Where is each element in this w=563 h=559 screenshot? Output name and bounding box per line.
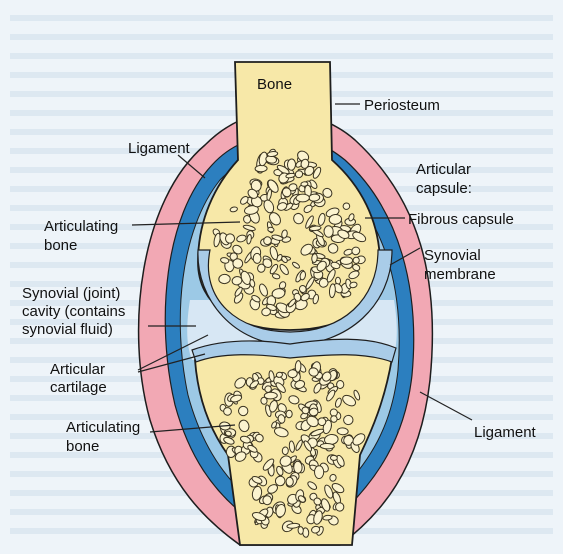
- spongy-bone-cell: [301, 181, 308, 186]
- spongy-bone-cell: [315, 466, 324, 479]
- spongy-bone-cell: [293, 461, 302, 473]
- spongy-bone-cell: [286, 477, 294, 486]
- label-articulating-bone-top-line1: Articulating: [44, 218, 118, 235]
- label-articular-capsule-line1: Articular: [416, 161, 471, 178]
- spongy-bone-cell: [286, 410, 293, 418]
- spongy-bone-cell: [219, 274, 231, 284]
- spongy-bone-cell: [330, 455, 337, 460]
- label-synovial-cavity-line2: cavity (contains: [22, 303, 125, 320]
- spongy-bone-cell: [288, 369, 298, 377]
- spongy-bone-cell: [253, 253, 261, 263]
- label-bone: Bone: [257, 76, 292, 93]
- spongy-bone-cell: [340, 257, 353, 265]
- label-articular-cartilage-line1: Articular: [50, 361, 105, 378]
- spongy-bone-cell: [335, 502, 344, 511]
- label-periosteum: Periosteum: [364, 97, 440, 114]
- label-articulating-bone-bottom-line1: Articulating: [66, 419, 140, 436]
- spongy-bone-cell: [255, 165, 267, 172]
- spongy-bone-cell: [323, 515, 333, 521]
- label-synovial-cavity-line3: synovial fluid): [22, 321, 113, 338]
- spongy-bone-cell: [343, 415, 353, 425]
- spongy-bone-cell: [320, 443, 334, 449]
- label-synovial-membrane-line1: Synovial: [424, 247, 481, 264]
- label-articular-capsule-line2: capsule:: [416, 180, 472, 197]
- label-articulating-bone-top-line2: bone: [44, 237, 77, 254]
- spongy-bone-cell: [309, 194, 320, 202]
- spongy-bone-cell: [311, 253, 317, 262]
- spongy-bone-cell: [287, 159, 296, 171]
- spongy-bone-cell: [298, 526, 304, 534]
- spongy-bone-cell: [268, 227, 275, 232]
- spongy-bone-cell: [264, 392, 277, 399]
- label-ligament-top: Ligament: [128, 140, 191, 157]
- label-articular-cartilage-line2: cartilage: [50, 379, 107, 396]
- label-synovial-membrane-line2: membrane: [424, 266, 496, 283]
- spongy-bone-cell: [324, 226, 334, 238]
- label-fibrous-capsule: Fibrous capsule: [408, 211, 514, 228]
- label-articulating-bone-bottom-line2: bone: [66, 438, 99, 455]
- label-synovial-cavity-line1: Synovial (joint): [22, 285, 120, 302]
- spongy-bone-cell: [282, 447, 289, 455]
- spongy-bone-cell: [329, 214, 342, 225]
- label-ligament-bottom: Ligament: [474, 424, 537, 441]
- spongy-bone-cell: [296, 194, 310, 202]
- spongy-bone-cell: [337, 428, 348, 435]
